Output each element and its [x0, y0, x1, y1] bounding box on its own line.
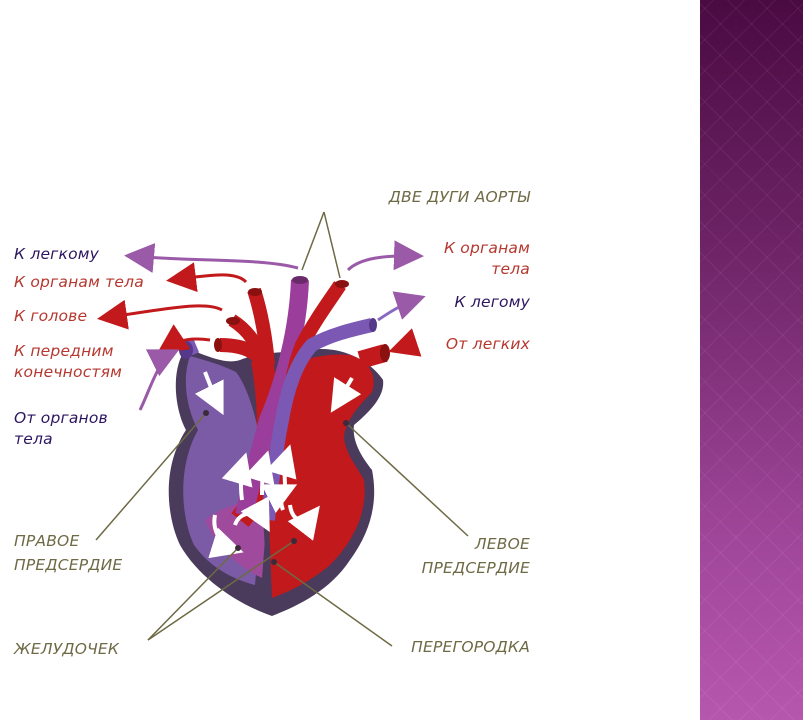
arrow-to-body-right: [346, 240, 424, 272]
curved-arrow-icon: [208, 514, 244, 559]
flow-arrows: [194, 371, 362, 559]
label-right-atrium-line1: ПРАВОЕ: [14, 532, 79, 550]
label-left-atrium-line1: ЛЕВОЕ: [474, 535, 530, 553]
external-arrows: [97, 240, 426, 411]
label-to-lung-left: К легкому: [14, 245, 100, 263]
label-to-head: К голове: [14, 307, 87, 325]
label-from-lungs: От легких: [446, 335, 531, 353]
vessel-opening: [179, 341, 193, 359]
label-to-lung-right: К легому: [455, 293, 531, 311]
leader-right-atrium: [95, 412, 207, 541]
leader-left-atrium: [345, 422, 469, 537]
leader-lines: [95, 211, 469, 647]
leader-dot: [203, 410, 209, 416]
label-two-aortic-arches: ДВЕ ДУГИ АОРТЫ: [388, 188, 531, 206]
arrow-to-lung-right: [377, 291, 426, 322]
vessel-opening: [214, 338, 222, 352]
leader-ventricle-1: [147, 547, 239, 641]
curved-arrow-icon: [233, 496, 270, 533]
vessel-opening: [335, 280, 349, 288]
leader-septum: [273, 561, 393, 647]
vessel-opening: [369, 318, 377, 332]
leader-ventricle-2: [147, 540, 295, 641]
decorative-side-panel: [700, 0, 803, 720]
curved-arrow-icon: [194, 371, 224, 416]
label-right-atrium-line2: ПРЕДСЕРДИЕ: [14, 556, 122, 574]
label-left-atrium-line2: ПРЕДСЕРДИЕ: [422, 559, 530, 577]
leader-dot: [343, 420, 349, 426]
label-from-body-organs-line1: От органов: [14, 409, 108, 427]
arrow-to-lung-left: [124, 243, 299, 273]
arrow-from-body-organs: [138, 349, 180, 411]
leader-aortic-arch-1: [301, 211, 325, 271]
arrow-from-lungs: [388, 328, 422, 357]
label-to-body-organs-right-line1: К органам: [444, 239, 530, 257]
label-to-forelimbs-line1: К передним: [14, 342, 114, 360]
label-from-body-organs-line2: тела: [14, 430, 53, 448]
leader-dot: [291, 538, 297, 544]
vessel-opening: [380, 344, 390, 362]
leader-dots: [203, 410, 349, 565]
artery-to-body-left: [247, 287, 275, 366]
labels: ДВЕ ДУГИ АОРТЫ К легкому К органам тела …: [13, 188, 531, 658]
curved-arrow-icon: [221, 452, 253, 501]
vessel-opening: [226, 317, 240, 325]
label-ventricle: ЖЕЛУДОЧЕК: [13, 640, 120, 658]
leader-dot: [235, 545, 241, 551]
label-to-body-organs-right-line2: тела: [491, 260, 530, 278]
arrow-to-head: [97, 299, 223, 330]
arrow-to-body-left: [166, 262, 248, 293]
label-to-forelimbs-line2: конечностям: [14, 363, 122, 381]
leader-dot: [271, 559, 277, 565]
label-to-body-organs-left: К органам тела: [14, 273, 144, 291]
curved-arrow-icon: [265, 444, 297, 486]
arrow-to-forelimbs: [157, 324, 211, 354]
diagonal-pattern-icon: [700, 0, 803, 720]
label-septum: ПЕРЕГОРОДКА: [411, 638, 530, 656]
leader-aortic-arch-2: [323, 211, 341, 279]
curved-arrow-icon: [330, 376, 362, 413]
curved-arrow-icon: [261, 484, 298, 514]
vessel-opening: [292, 276, 308, 284]
vessel-opening: [248, 288, 262, 296]
